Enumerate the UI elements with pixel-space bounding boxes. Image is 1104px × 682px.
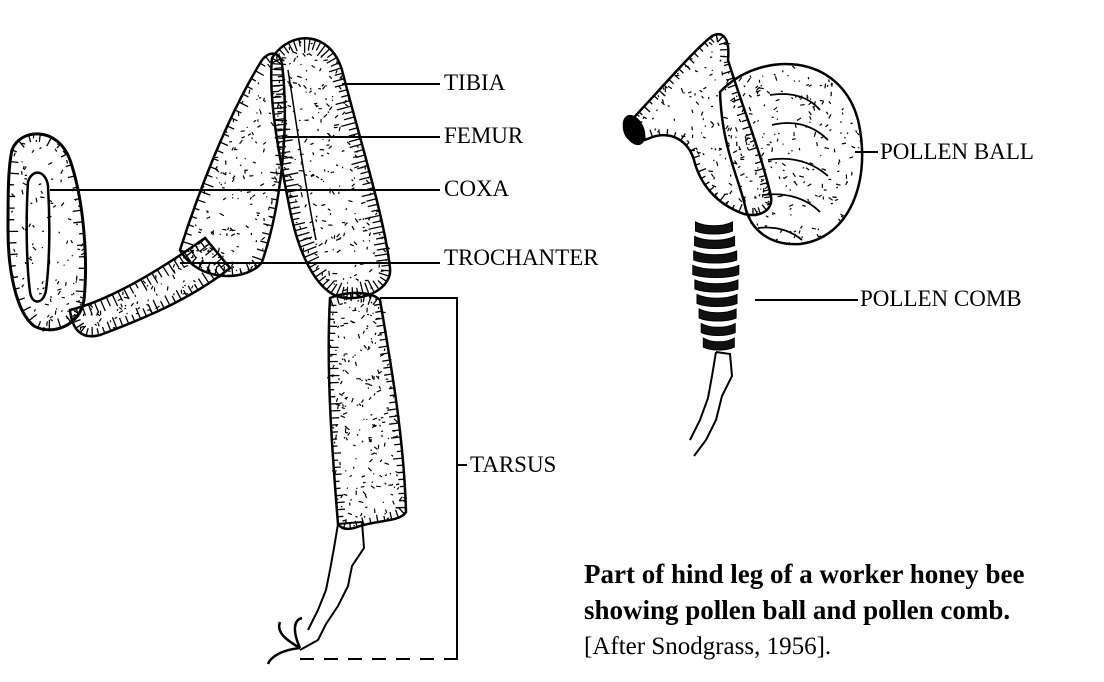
pollen-comb-row (703, 338, 734, 350)
pollen-comb-row (701, 324, 735, 336)
label-pollen-ball: POLLEN BALL (880, 140, 1034, 163)
label-tibia: TIBIA (444, 71, 505, 94)
pollen-leg-drawing (618, 34, 862, 456)
pollen-comb-row (699, 309, 736, 321)
label-coxa: COXA (444, 177, 509, 200)
pollen-comb-row (694, 251, 737, 263)
pollen-comb-row (695, 237, 735, 249)
caption-citation: [After Snodgrass, 1956]. (584, 631, 831, 662)
stipple (726, 66, 861, 243)
pollen-comb-row (697, 295, 737, 307)
coxa-inner-shape (27, 173, 50, 302)
tarsal-segments (300, 522, 364, 650)
pollen-comb-row (693, 266, 739, 278)
label-pollen-comb: POLLEN COMB (860, 287, 1022, 310)
tarsus-bracket (380, 298, 457, 660)
pollen-comb-row (696, 222, 733, 234)
trochanter-shape (70, 238, 230, 336)
label-femur: FEMUR (444, 124, 523, 147)
label-trochanter: TROCHANTER (444, 246, 599, 269)
pollen-leg-tarsus (690, 352, 732, 456)
leg-cut-end (618, 111, 650, 148)
caption-line-2: showing pollen ball and pollen comb. (584, 594, 1010, 628)
pollen-comb-shape (693, 222, 739, 350)
bristles (8, 134, 86, 330)
claw-shape (268, 618, 302, 664)
caption-line-1: Part of hind leg of a worker honey bee (584, 558, 1024, 592)
label-tarsus: TARSUS (470, 453, 556, 476)
bristles (70, 239, 230, 337)
right-tibia-shape (624, 34, 771, 215)
pollen-comb-row (695, 280, 738, 292)
femur-shape (180, 54, 285, 276)
full-hind-leg-drawing (8, 38, 407, 664)
pollen-ball-ridges (758, 94, 828, 240)
